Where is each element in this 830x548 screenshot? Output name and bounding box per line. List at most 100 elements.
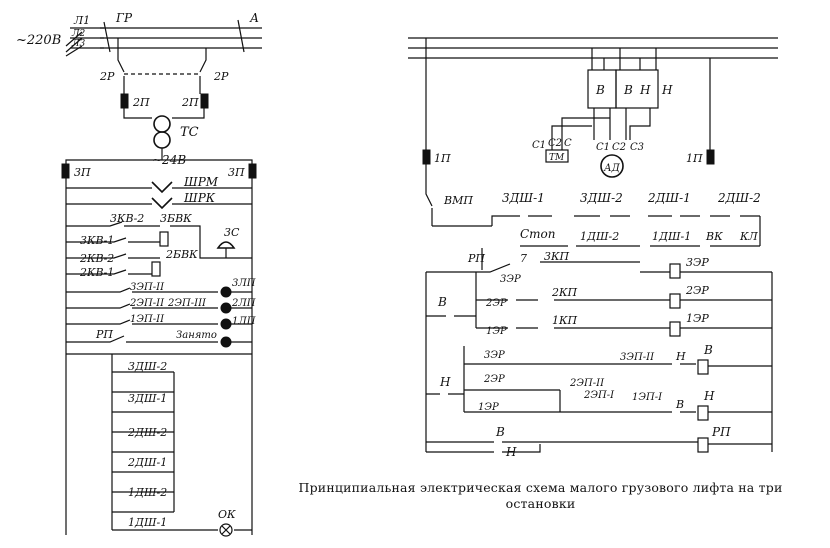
relay-2er-label: 2ЭР <box>685 284 709 297</box>
transformer-primary <box>153 115 171 133</box>
floor-contact-2ep1: 2ЭП-I <box>583 390 615 401</box>
motor-terminal-c3: С3 <box>630 142 644 153</box>
button-1kp[interactable]: 1КП <box>552 314 578 327</box>
ok-lamp-label: ОК <box>218 508 236 521</box>
relay-1er-coil <box>669 321 681 337</box>
switch-3kv2: 3КВ-2 <box>110 212 144 225</box>
fuse-1p-left-label: 1П <box>434 152 451 165</box>
right-schematic: В В Н Н АД С1 С2 С3 ТМ С1 С2 С 1П 1П ВМП… <box>408 37 778 459</box>
dir-contact-v-1: В <box>437 295 447 309</box>
contact-1er-bottom: 1ЭР <box>478 402 499 413</box>
brake-terminal-c: С <box>564 138 572 149</box>
relay-3er-label: 3ЭР <box>686 256 709 269</box>
contact-1er-top: 1ЭР <box>486 326 507 337</box>
fuse-2p-left-label: 2П <box>132 96 150 109</box>
lamp-3lp-label: 3ЛП <box>232 278 256 289</box>
phase-label-2: Л2 <box>71 29 86 39</box>
ok-lamp <box>219 523 233 537</box>
brake-label: ТМ <box>549 153 565 163</box>
brake-terminal-c1: С1 <box>532 140 546 151</box>
supply-label: ~220В <box>16 33 61 48</box>
interlock-v: В <box>675 398 684 411</box>
number-7: 7 <box>520 252 527 265</box>
lamp-1lp-label: 1ЛП <box>232 316 256 327</box>
motor-terminal-c1: С1 <box>596 142 610 153</box>
door-row-3dsh2: 3ДШ-2 <box>580 191 623 205</box>
bell-icon <box>216 241 236 249</box>
fuse-3p-right-label: 3П <box>228 166 245 179</box>
fuse-1p-left <box>422 149 431 165</box>
left-schematic: ~220В Л1 Л2 Л3 ГР А 2Р 2Р 2П 2П ТС ~24В … <box>16 11 262 537</box>
dir-contact-n-1: Н <box>439 375 451 389</box>
motor-switch-label: А <box>249 11 259 25</box>
breaker-label: ВМП <box>443 194 473 207</box>
fuse-3p-left <box>61 163 70 179</box>
door-contact-1dsh1: 1ДШ-1 <box>128 516 167 529</box>
door-row2-vk: ВК <box>705 230 723 243</box>
floor-contact-3ep2: 3ЭП-II <box>620 352 655 363</box>
relay-contact-rp: РП <box>95 328 113 341</box>
relay-contact-2ep2: 2ЭП-II <box>129 298 165 309</box>
relay-contact-1ep2: 1ЭП-II <box>130 314 165 325</box>
door-row-3dsh1: 3ДШ-1 <box>502 191 545 205</box>
switch-3kv1: 3КВ-1 <box>80 234 114 247</box>
relay-1er-label: 1ЭР <box>686 312 709 325</box>
stop-button-label[interactable]: Стоп <box>520 227 556 241</box>
coil-n <box>697 405 709 421</box>
floor-contact-1ep1: 1ЭП-I <box>632 392 663 403</box>
motor-label: АД <box>603 163 621 174</box>
lamp-2lp <box>220 302 232 314</box>
motor-terminal-c2: С2 <box>612 142 626 153</box>
busy-lamp <box>220 336 232 348</box>
transformer-secondary <box>153 131 171 149</box>
relay-3er-coil <box>669 263 681 279</box>
contact-3er-top: 3ЭР <box>500 274 521 285</box>
rp-contact-label: РП <box>467 252 485 265</box>
switch-2bvk: 2БВК <box>165 248 198 261</box>
relay-contact-3ep2: 3ЭП-II <box>130 282 165 293</box>
motor-icon <box>600 154 624 178</box>
switch-3bvk: 3БВК <box>160 212 192 225</box>
contact-2r-right: 2Р <box>213 70 229 83</box>
door-row2-kl: КЛ <box>739 230 759 243</box>
coil-rp <box>697 437 709 453</box>
fuse-2p-right-label: 2П <box>181 96 199 109</box>
door-row-2dsh1: 2ДШ-1 <box>647 191 691 205</box>
coil-rp-label: РП <box>711 425 731 439</box>
fuse-1p-right <box>706 149 715 165</box>
floor-contact-2ep2: 2ЭП-II <box>569 378 605 389</box>
main-switch-label: ГР <box>115 11 133 25</box>
transformer-label: ТС <box>180 125 199 140</box>
coil-v-label: В <box>703 343 713 357</box>
brake-coil-1: ШРМ <box>183 175 219 189</box>
contactor-v2: В <box>623 83 633 97</box>
contact-2er-top: 2ЭР <box>485 298 507 309</box>
door-row2-1dsh2: 1ДШ-2 <box>580 230 619 243</box>
contact-3er-bottom: 3ЭР <box>484 350 505 361</box>
contact-2r-left: 2Р <box>99 70 115 83</box>
phase-label-1: Л1 <box>73 14 90 27</box>
lamp-3lp <box>220 286 232 298</box>
door-contact-2dsh1: 2ДШ-1 <box>127 456 167 469</box>
relay-contact-2ep3: 2ЭП-III <box>167 298 207 309</box>
brake-tm <box>545 149 569 163</box>
relay-2er-coil <box>669 293 681 309</box>
button-2kp[interactable]: 2КП <box>551 286 578 299</box>
fuse-1p-right-label: 1П <box>686 152 703 165</box>
fuse-3p-right <box>248 163 257 179</box>
contactor-n2: Н <box>661 83 673 97</box>
contactor-n1: Н <box>639 83 651 97</box>
door-contact-3dsh2: 3ДШ-2 <box>128 360 167 373</box>
contactor-v1: В <box>595 83 605 97</box>
contact-2er-bottom: 2ЭР <box>483 374 505 385</box>
button-3kp[interactable]: 3КП <box>544 250 570 263</box>
relay-contact-busy: Занято <box>176 330 217 341</box>
door-contact-3dsh1: 3ДШ-1 <box>128 392 167 405</box>
brake-coil-2: ШРК <box>183 191 216 205</box>
dir-contact-v-2: В <box>495 425 505 439</box>
coil-v <box>697 359 709 375</box>
fuse-2p-left <box>120 93 129 109</box>
brake-terminal-c2: С2 <box>548 138 562 149</box>
door-row-2dsh2: 2ДШ-2 <box>717 191 761 205</box>
